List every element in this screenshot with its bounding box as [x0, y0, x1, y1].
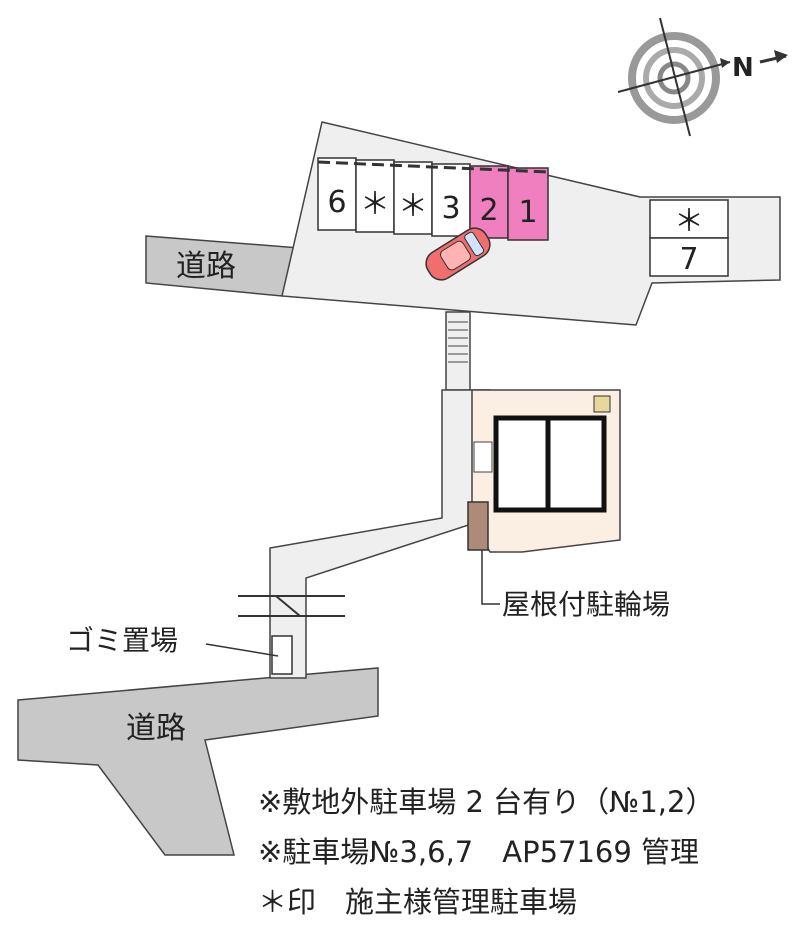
mailbox-icon [593, 395, 611, 413]
note-parking-management: ※駐車場№3,6,7 AP57169 管理 [258, 835, 700, 869]
car-icon [425, 227, 491, 281]
stair-steps [448, 321, 468, 363]
building-unit-left [493, 415, 551, 513]
side-slot-label-star: ＊ [674, 204, 704, 239]
lower-road [17, 667, 379, 856]
parking-slot-6 [317, 157, 357, 231]
garbage-label: ゴミ置場 [66, 624, 178, 657]
walkway-break-lines [238, 595, 345, 617]
slot-label-2: 2 [479, 193, 498, 228]
bike-parking-label: 屋根付駐輪場 [502, 588, 670, 621]
upper-road-label: 道路 [176, 249, 236, 284]
garbage-leader [205, 643, 279, 657]
slot-label-3: 3 [441, 191, 460, 226]
parking-slot-star-1 [355, 159, 395, 233]
slot-label-1: 1 [518, 195, 537, 230]
lower-road-label: 道路 [126, 711, 186, 746]
side-slot-label-7: 7 [679, 242, 698, 277]
parking-stalls [317, 157, 549, 241]
parking-slot-star-2 [393, 161, 433, 235]
bike-parking-area [467, 501, 489, 551]
walkway [269, 389, 491, 679]
side-slot-7 [649, 237, 729, 277]
entrance-steps [473, 441, 493, 473]
bike-parking-leader [481, 550, 500, 605]
slot-label-6: 6 [327, 185, 346, 220]
parking-slot-1 [507, 167, 549, 241]
parking-slot-3 [431, 163, 471, 237]
stair-path [445, 311, 471, 391]
slot-label-star-2: ＊ [398, 189, 428, 224]
slot-label-star-1: ＊ [360, 187, 390, 222]
note-owner-parking: ＊印 施主様管理駐車場 [258, 885, 578, 919]
side-slot-star [649, 199, 729, 239]
stall-dash-line [317, 160, 549, 174]
note-offsite-parking: ※敷地外駐車場 2 台有り（№1,2） [258, 785, 715, 819]
parking-slot-2 [469, 165, 509, 239]
compass-north-label: N [732, 53, 754, 83]
compass-icon [617, 17, 788, 137]
building-unit-right [545, 415, 607, 513]
